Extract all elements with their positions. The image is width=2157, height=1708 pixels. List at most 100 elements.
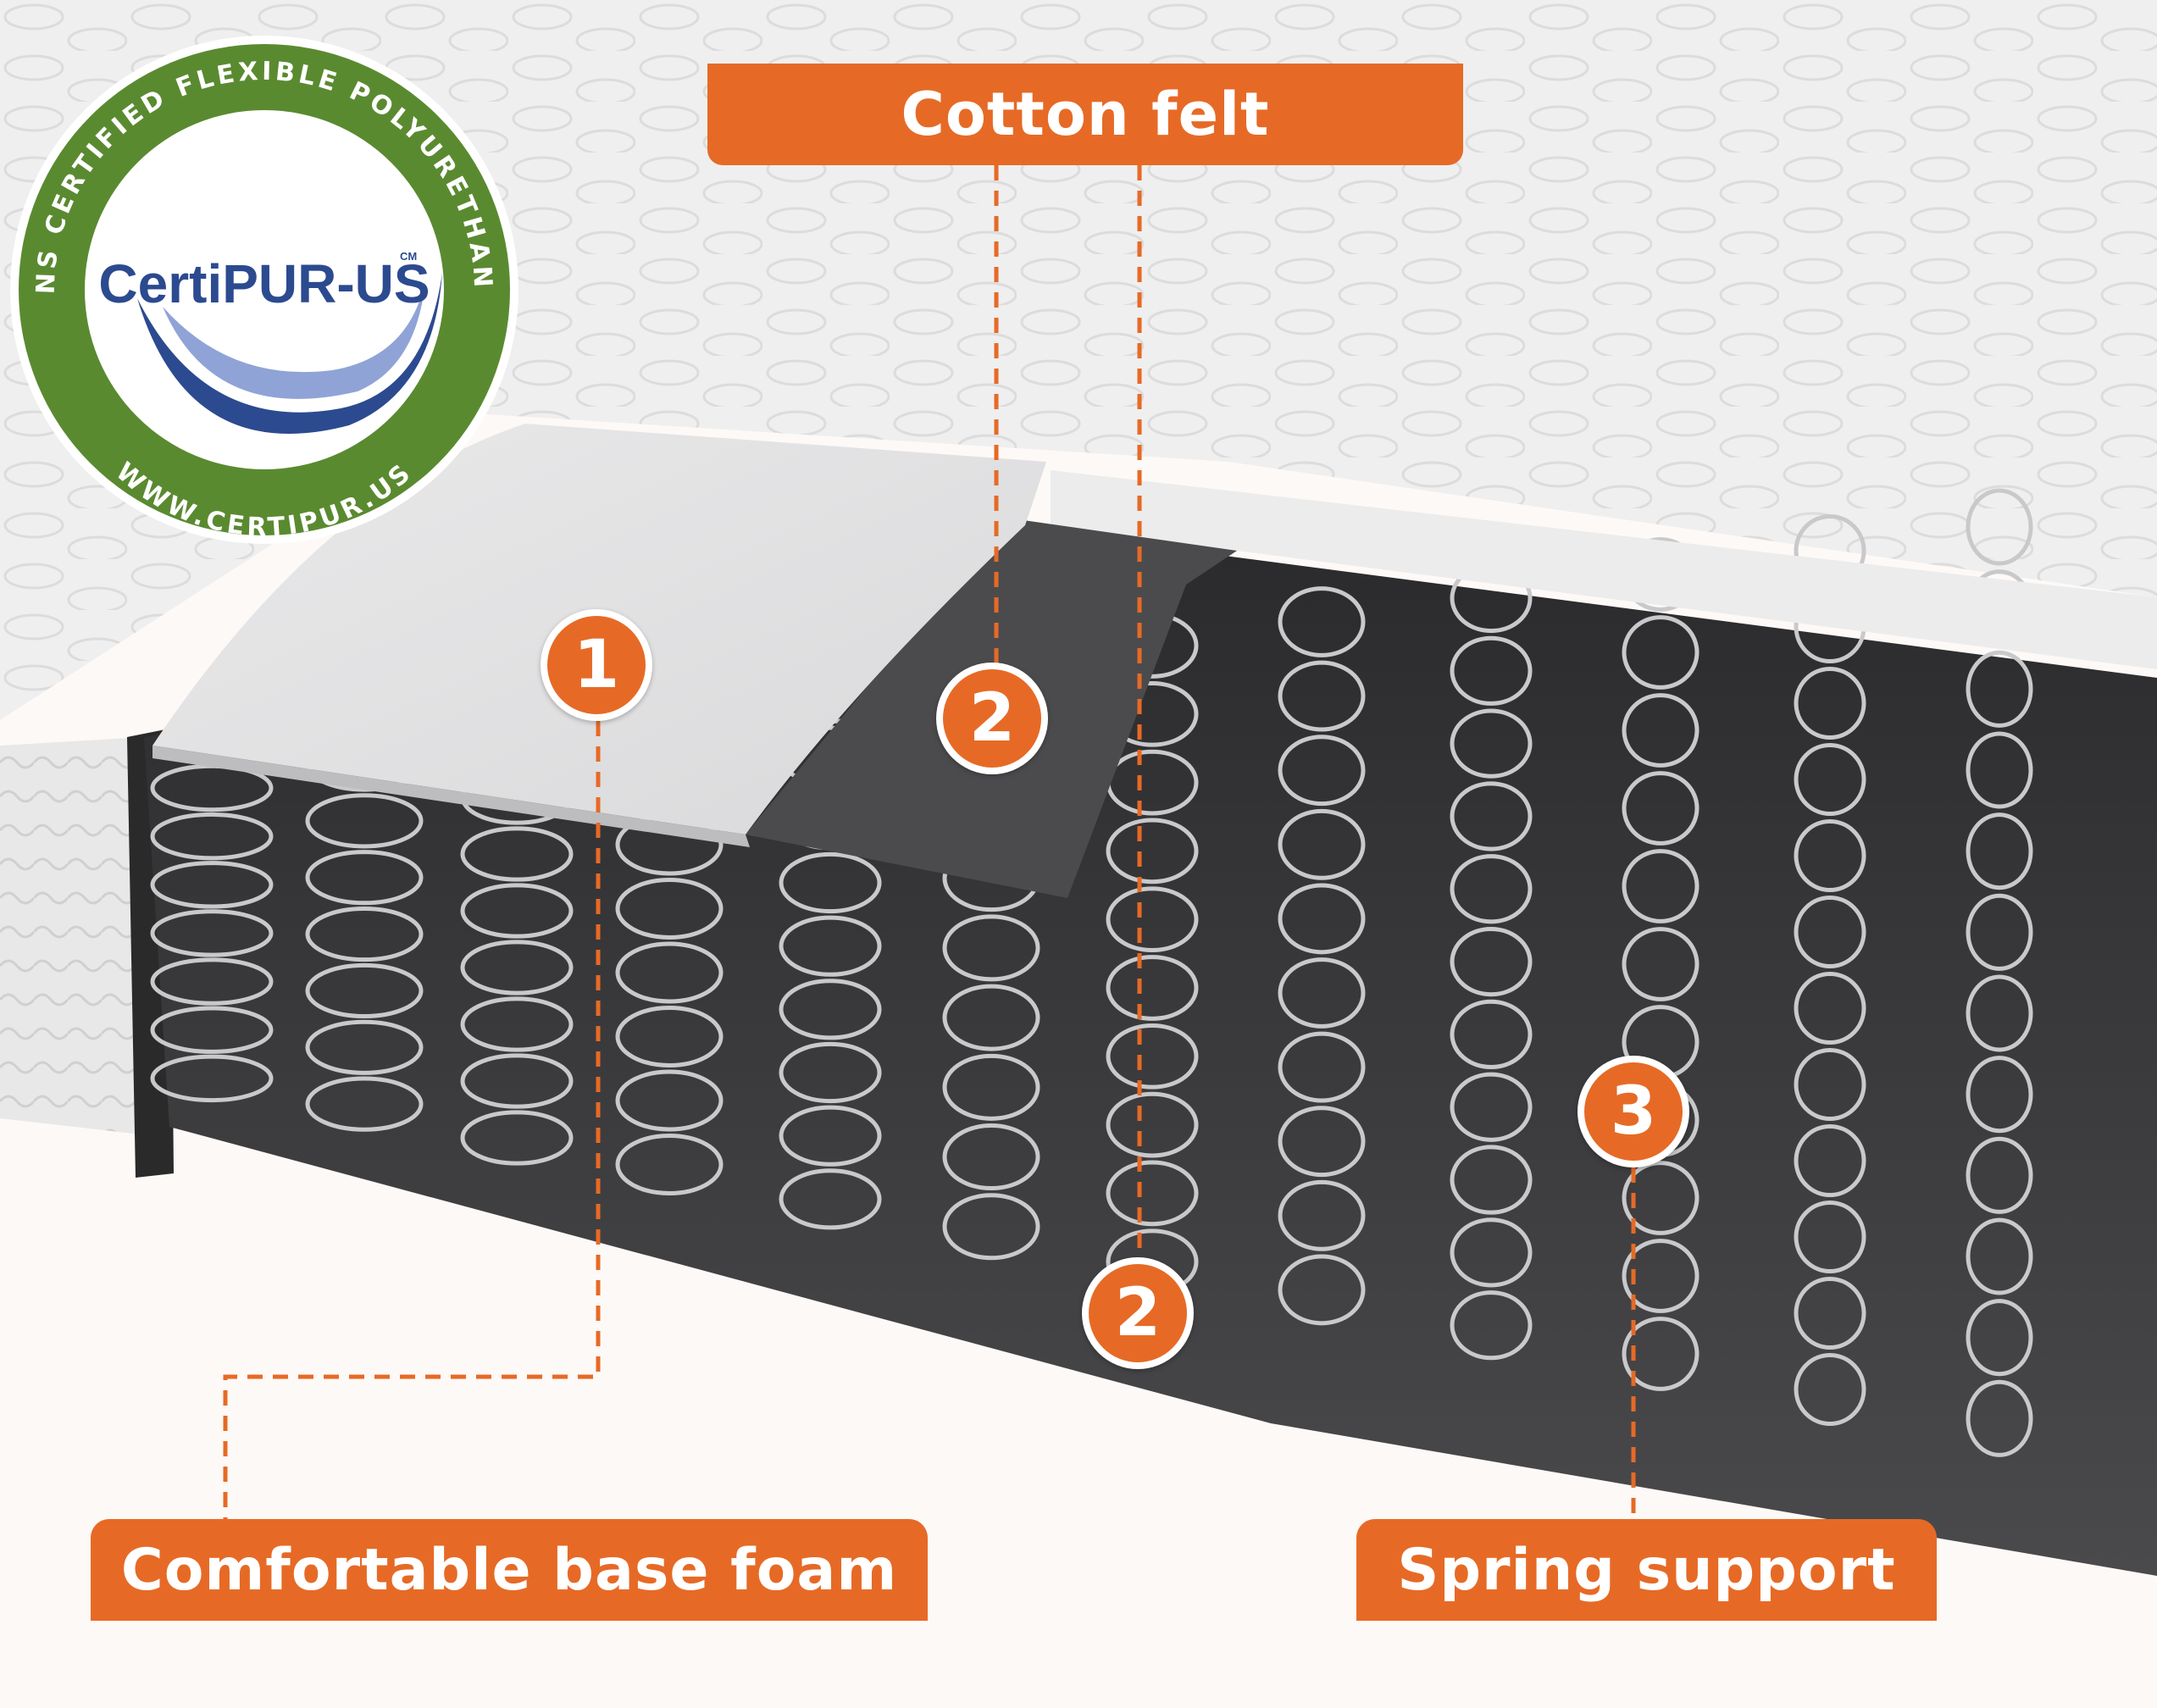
spring-coil	[1622, 927, 1700, 1001]
leader-line-base-foam	[223, 721, 601, 1519]
spring-coil	[1622, 849, 1700, 923]
spring-coil	[779, 979, 882, 1040]
spring-coil	[615, 1006, 724, 1068]
spring-coil	[1450, 1290, 1533, 1361]
spring-coil	[1966, 974, 2033, 1052]
spring-coil	[1450, 999, 1533, 1070]
spring-coil	[460, 883, 574, 939]
spring-coil	[1106, 1091, 1199, 1158]
spring-coil	[1450, 1145, 1533, 1215]
quilted-top-cover	[0, 0, 2157, 720]
spring-coil	[1966, 488, 2033, 566]
certipur-us-seal: CONTAINS CERTIFIED FLEXIBLE POLYURETHANE…	[10, 36, 518, 544]
spring-coil	[305, 1076, 424, 1132]
spring-coil	[1794, 743, 1866, 816]
spring-coil	[1966, 1379, 2033, 1457]
spring-coil	[942, 914, 1040, 982]
spring-coil	[942, 1053, 1040, 1121]
spring-coil	[305, 850, 424, 906]
spring-support-label: Spring support	[1356, 1519, 1937, 1621]
spring-coil	[1450, 781, 1533, 851]
mattress-side-panel	[0, 737, 148, 1135]
leader-lines	[223, 165, 1636, 1519]
layer-3-badge: 3	[1578, 1056, 1689, 1167]
spring-coil	[1622, 1239, 1700, 1313]
spring-coil	[460, 826, 574, 882]
spring-coil	[1622, 693, 1700, 768]
spring-coil	[1622, 771, 1700, 846]
spring-coil	[1106, 955, 1199, 1021]
spring-coil	[779, 1105, 882, 1167]
base-foam-edge	[152, 746, 750, 847]
spring-coil	[1794, 896, 1866, 968]
spring-coil	[305, 906, 424, 962]
spring-coil	[460, 940, 574, 995]
spring-coil	[1278, 660, 1366, 732]
spring-coil	[1278, 586, 1366, 657]
spring-coil	[150, 957, 274, 1006]
seal-swoosh-light	[163, 281, 425, 399]
spring-coil	[305, 1019, 424, 1075]
spring-coil	[1966, 650, 2033, 728]
spring-coil	[150, 1054, 274, 1103]
seal-cm-mark: CM	[400, 250, 417, 263]
spring-coil	[615, 878, 724, 940]
base-foam-label: Comfortable base foam	[91, 1519, 928, 1621]
spring-coil	[779, 915, 882, 977]
spring-coil	[460, 1053, 574, 1109]
spring-coil	[1966, 1136, 2033, 1214]
spring-coil	[1966, 731, 2033, 809]
spring-coil	[460, 1110, 574, 1166]
spring-coil	[1278, 1031, 1366, 1103]
spring-coil	[1966, 812, 2033, 890]
spring-coil	[1278, 808, 1366, 880]
spring-coil	[1966, 1217, 2033, 1295]
spring-coil	[150, 1006, 274, 1054]
spring-coil	[1966, 893, 2033, 971]
spring-coil	[1966, 1299, 2033, 1377]
spring-coil	[1450, 926, 1533, 997]
spring-coil	[150, 861, 274, 909]
spring-coil	[1450, 635, 1533, 706]
spring-coil	[1106, 886, 1199, 953]
seal-logo-text: CertiPUR-US	[98, 253, 430, 314]
spring-coil	[1450, 854, 1533, 924]
spring-coil	[1278, 1179, 1366, 1251]
spring-coil	[1450, 708, 1533, 779]
spring-coil	[1450, 1217, 1533, 1288]
spring-coil	[1622, 1317, 1700, 1391]
spring-coil	[1278, 1254, 1366, 1326]
spring-coil	[1794, 972, 1866, 1045]
spring-coil	[1278, 1106, 1366, 1178]
spring-coil	[1794, 1277, 1866, 1350]
spring-coil	[615, 941, 724, 1004]
spring-coil	[1106, 818, 1199, 884]
seal-swoosh-dark	[137, 273, 442, 434]
layer-2-badge-bottom: 2	[1082, 1257, 1194, 1369]
spring-coil	[1450, 1072, 1533, 1142]
spring-coil	[1278, 957, 1366, 1029]
spring-coil	[1622, 615, 1700, 690]
spring-coil	[1622, 1161, 1700, 1235]
spring-coil	[1794, 1353, 1866, 1426]
spring-coil	[779, 1041, 882, 1104]
spring-coil	[942, 984, 1040, 1051]
spring-coil	[1794, 1048, 1866, 1121]
spring-coil	[150, 909, 274, 957]
spring-coil	[150, 812, 274, 861]
spring-coil	[460, 996, 574, 1052]
cotton-felt-label: Cotton felt	[707, 64, 1463, 165]
spring-coil	[1106, 1023, 1199, 1090]
spring-coil	[1794, 1124, 1866, 1197]
spring-coil	[779, 1168, 882, 1230]
spring-coil	[1794, 667, 1866, 740]
spring-coil	[1278, 883, 1366, 955]
spring-coil	[942, 1123, 1040, 1191]
cotton-felt-band	[1051, 470, 2157, 669]
spring-coil	[942, 1193, 1040, 1261]
spring-coil	[615, 1069, 724, 1132]
spring-coil	[1278, 735, 1366, 807]
spring-coil	[1794, 1201, 1866, 1273]
